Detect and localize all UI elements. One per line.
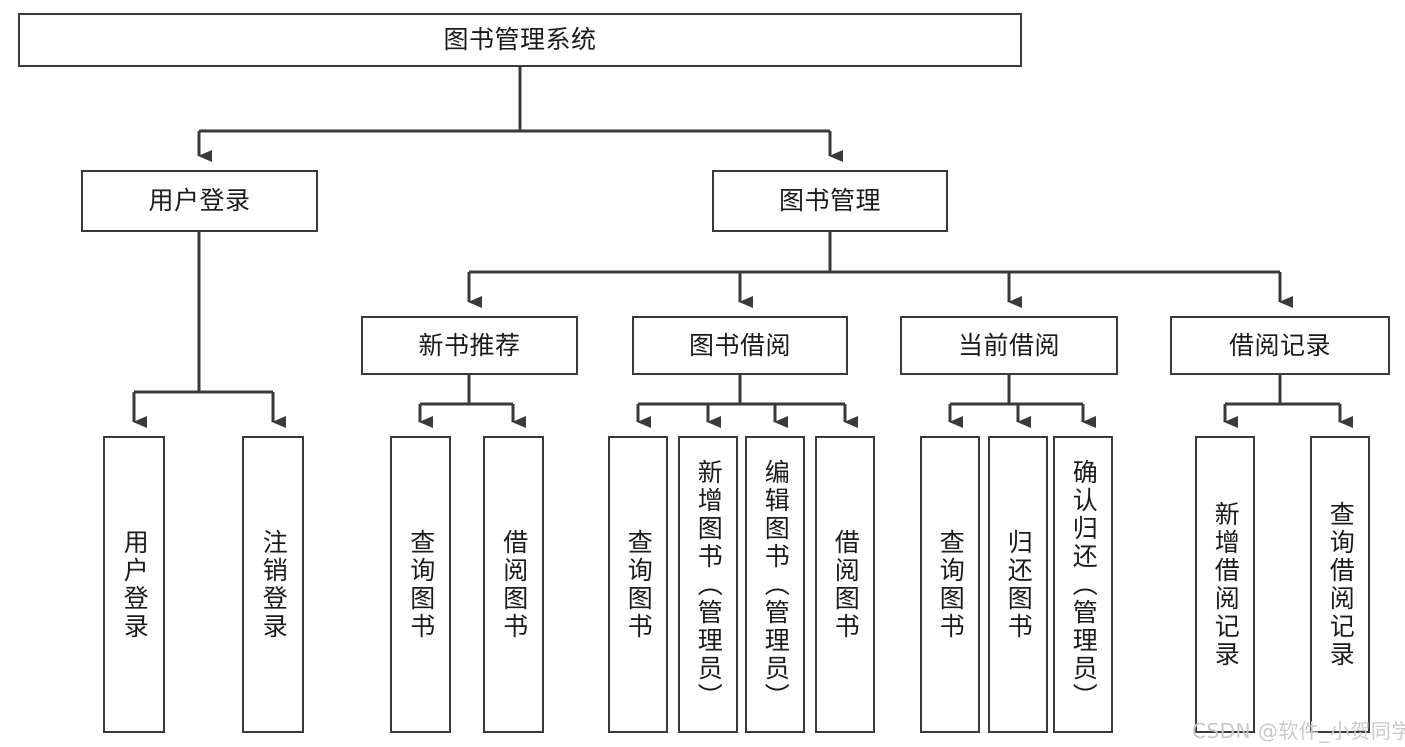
node-leaf-add-book-admin[interactable]: 新增图书（管理员） bbox=[678, 436, 738, 733]
node-leaf-logout[interactable]: 注销登录 bbox=[242, 436, 304, 733]
node-leaf-add-borrow-record-label: 新增借阅记录 bbox=[1211, 500, 1241, 669]
csdn-watermark: CSDN @软件_小贺同学 bbox=[1192, 719, 1405, 743]
node-leaf-borrow-book-borrow-label: 借阅图书 bbox=[831, 528, 861, 641]
node-leaf-edit-book-admin[interactable]: 编辑图书（管理员） bbox=[745, 436, 805, 733]
node-leaf-query-book-current[interactable]: 查询图书 bbox=[920, 436, 980, 733]
node-leaf-borrow-book-recommend-label: 借阅图书 bbox=[499, 528, 529, 641]
node-leaf-query-borrow-record-label: 查询借阅记录 bbox=[1326, 500, 1356, 669]
node-borrow-record[interactable]: 借阅记录 bbox=[1170, 316, 1390, 375]
node-book-borrow[interactable]: 图书借阅 bbox=[632, 316, 848, 375]
node-leaf-edit-book-admin-label: 编辑图书（管理员） bbox=[761, 458, 791, 711]
node-current-borrow[interactable]: 当前借阅 bbox=[900, 316, 1118, 375]
node-leaf-add-borrow-record[interactable]: 新增借阅记录 bbox=[1195, 436, 1255, 733]
node-leaf-query-book-current-label: 查询图书 bbox=[936, 528, 966, 641]
node-book-borrow-label: 图书借阅 bbox=[688, 330, 791, 360]
node-leaf-return-book-current[interactable]: 归还图书 bbox=[988, 436, 1048, 733]
node-leaf-user-login-label: 用户登录 bbox=[120, 528, 150, 641]
node-leaf-borrow-book-borrow[interactable]: 借阅图书 bbox=[815, 436, 875, 733]
node-leaf-logout-label: 注销登录 bbox=[259, 528, 289, 641]
node-new-book-recommend-label: 新书推荐 bbox=[418, 330, 521, 360]
node-leaf-query-borrow-record[interactable]: 查询借阅记录 bbox=[1310, 436, 1370, 733]
node-leaf-add-book-admin-label: 新增图书（管理员） bbox=[694, 458, 724, 711]
node-leaf-query-book-recommend[interactable]: 查询图书 bbox=[390, 436, 451, 733]
node-root-system[interactable]: 图书管理系统 bbox=[18, 13, 1022, 67]
node-current-borrow-label: 当前借阅 bbox=[957, 330, 1060, 360]
node-root-label: 图书管理系统 bbox=[443, 25, 597, 54]
node-leaf-confirm-return-admin-label: 确认归还（管理员） bbox=[1069, 458, 1099, 711]
node-book-management[interactable]: 图书管理 bbox=[712, 170, 948, 232]
node-book-management-label: 图书管理 bbox=[778, 186, 881, 215]
node-leaf-query-book-borrow[interactable]: 查询图书 bbox=[608, 436, 668, 733]
node-leaf-user-login[interactable]: 用户登录 bbox=[103, 436, 165, 733]
node-user-login[interactable]: 用户登录 bbox=[81, 170, 318, 232]
node-user-login-label: 用户登录 bbox=[148, 186, 251, 215]
node-new-book-recommend[interactable]: 新书推荐 bbox=[361, 316, 578, 375]
node-leaf-query-book-recommend-label: 查询图书 bbox=[406, 528, 436, 641]
node-leaf-borrow-book-recommend[interactable]: 借阅图书 bbox=[483, 436, 544, 733]
node-leaf-confirm-return-admin[interactable]: 确认归还（管理员） bbox=[1053, 436, 1113, 733]
node-leaf-return-book-current-label: 归还图书 bbox=[1004, 528, 1034, 641]
node-borrow-record-label: 借阅记录 bbox=[1228, 330, 1331, 360]
node-leaf-query-book-borrow-label: 查询图书 bbox=[624, 528, 654, 641]
